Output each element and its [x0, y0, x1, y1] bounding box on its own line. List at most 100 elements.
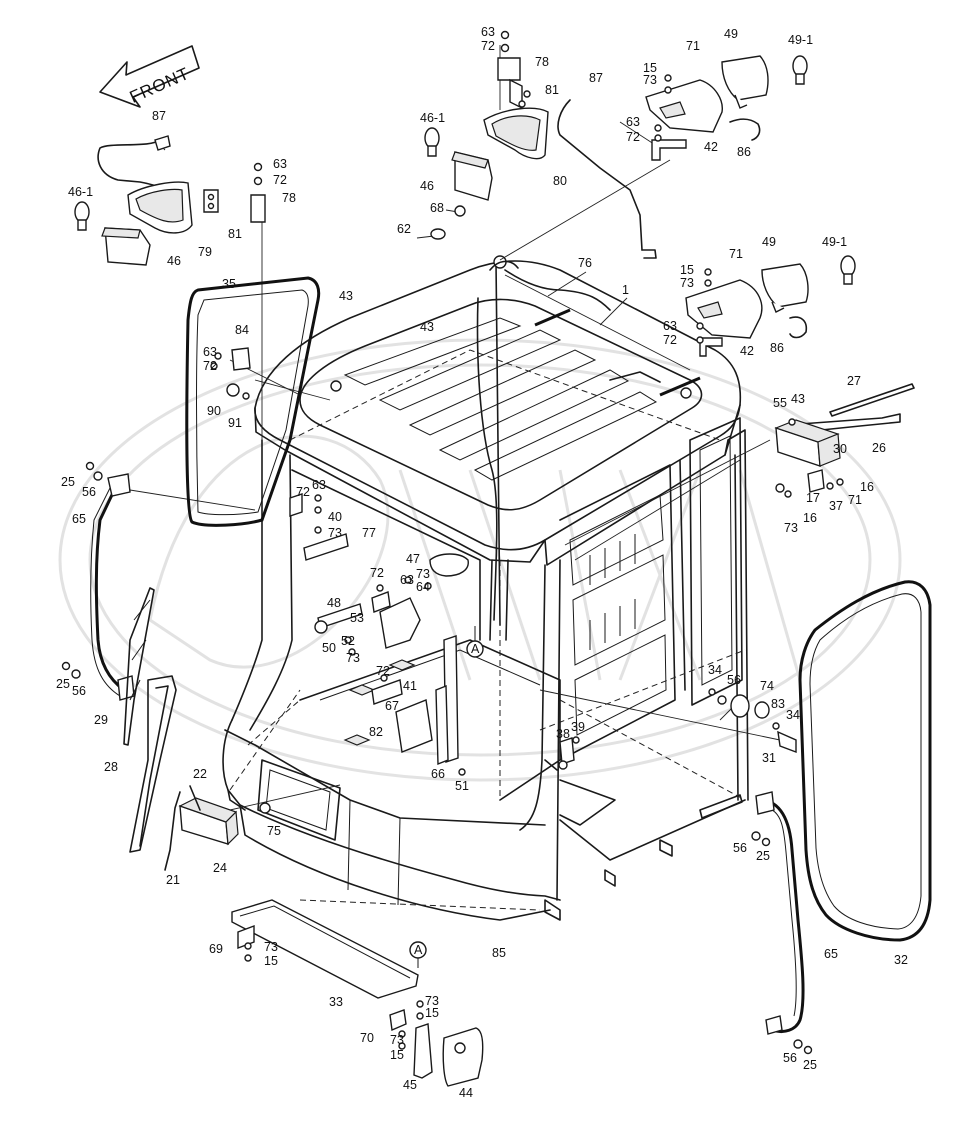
- callout-c16b: 16: [803, 511, 817, 525]
- bracket-70: [389, 1009, 407, 1032]
- module-53: [379, 597, 421, 649]
- interior-brackets: [289, 493, 580, 776]
- callout-c64: 64: [416, 580, 430, 594]
- callout-c40: 40: [328, 510, 342, 524]
- lock-84: [210, 347, 251, 371]
- callout-c81a: 81: [545, 83, 559, 97]
- wire-harness-76: [476, 255, 661, 626]
- callout-c26: 26: [872, 441, 886, 455]
- callout-c66: 66: [431, 767, 445, 781]
- reference-marker-A2: [409, 941, 427, 968]
- callout-c83: 83: [771, 697, 785, 711]
- callout-c56d: 56: [733, 841, 747, 855]
- callout-c67: 67: [385, 699, 399, 713]
- bracket-78-left: [250, 162, 266, 223]
- callout-c29: 29: [94, 713, 108, 727]
- callout-c15d: 15: [425, 1006, 439, 1020]
- callout-c73e: 73: [416, 567, 430, 581]
- callout-c25d: 25: [803, 1058, 817, 1072]
- callout-c65a: 65: [72, 512, 86, 526]
- callout-c56a: 56: [82, 485, 96, 499]
- callout-c30: 30: [833, 442, 847, 456]
- callout-c86b: 86: [770, 341, 784, 355]
- callout-c17: 17: [806, 491, 820, 505]
- grommet-50: [314, 620, 328, 634]
- watermark: [58, 338, 902, 782]
- wiper-arm-28: [129, 675, 177, 853]
- wiper-motor-30: [774, 419, 841, 467]
- bolt-68: [454, 205, 466, 217]
- window-seal-35: [185, 276, 321, 527]
- callout-c46b: 46: [167, 254, 181, 268]
- callout-c15e: 15: [390, 1048, 404, 1062]
- bulb-49-1-top: [792, 55, 808, 85]
- box-82: [395, 699, 433, 753]
- callout-c79: 79: [198, 245, 212, 259]
- bracket-42-right: [696, 268, 723, 357]
- callout-c72h: 72: [376, 664, 390, 678]
- callout-cA1: A: [471, 642, 480, 656]
- bracket-67: [371, 679, 403, 705]
- washer-56-d: [793, 1039, 803, 1049]
- wiper-motor-24: [164, 785, 239, 871]
- callout-c53: 53: [350, 611, 364, 625]
- callout-c74: 74: [760, 679, 774, 693]
- callout-c72b: 72: [626, 130, 640, 144]
- callout-c33: 33: [329, 995, 343, 1009]
- callout-c72e: 72: [203, 359, 217, 373]
- callout-c50: 50: [322, 641, 336, 655]
- bracket-69: [237, 924, 255, 950]
- callout-c71b: 71: [729, 247, 743, 261]
- bracket-48: [371, 591, 391, 613]
- washer-56-c: [751, 831, 761, 841]
- callout-c34b: 34: [786, 708, 800, 722]
- bulb-49-1-right: [840, 255, 856, 285]
- bracket-77: [303, 533, 349, 561]
- callout-c63a: 63: [481, 25, 495, 39]
- callout-c31: 31: [762, 751, 776, 765]
- callout-c34a: 34: [708, 663, 722, 677]
- callout-c48: 48: [327, 596, 341, 610]
- callout-c28: 28: [104, 760, 118, 774]
- lamp-cover-71-top: [645, 79, 723, 133]
- callout-c63e: 63: [203, 345, 217, 359]
- callout-c15a: 15: [643, 61, 657, 75]
- door-stop-74-83: [708, 688, 797, 754]
- callout-c46a: 46: [420, 179, 434, 193]
- callout-c43c: 43: [791, 392, 805, 406]
- callout-c73h: 73: [425, 994, 439, 1008]
- callout-c86a: 86: [737, 145, 751, 159]
- wire-87-top: [557, 99, 657, 259]
- callout-c81b: 81: [228, 227, 242, 241]
- washer-56-a: [93, 471, 103, 481]
- callout-c78a: 78: [535, 55, 549, 69]
- callout-c73c: 73: [784, 521, 798, 535]
- callout-c16a: 16: [860, 480, 874, 494]
- callout-c87a: 87: [589, 71, 603, 85]
- callout-c51: 51: [455, 779, 469, 793]
- callout-c77: 77: [362, 526, 376, 540]
- leader-lines: [129, 45, 781, 811]
- callout-c32: 32: [894, 953, 908, 967]
- cab-frame: [222, 260, 749, 921]
- callout-c63f: 63: [312, 478, 326, 492]
- callout-c43b: 43: [420, 320, 434, 334]
- callout-c72c: 72: [273, 173, 287, 187]
- callout-c63b: 63: [626, 115, 640, 129]
- callout-c45: 45: [403, 1078, 417, 1092]
- bracket-38: [559, 737, 575, 765]
- callout-c15b: 15: [680, 263, 694, 277]
- callout-c80: 80: [553, 174, 567, 188]
- knob-90: [226, 383, 240, 397]
- door-seal-32: [798, 580, 932, 942]
- callout-c46_1b: 46-1: [68, 185, 93, 199]
- callout-c71a: 71: [686, 39, 700, 53]
- bracket-81-left: [203, 189, 219, 213]
- callout-cA2: A: [414, 943, 423, 957]
- callout-c73g: 73: [264, 940, 278, 954]
- work-light-49-top: [721, 55, 769, 109]
- callout-c62: 62: [397, 222, 411, 236]
- callout-c85: 85: [492, 946, 506, 960]
